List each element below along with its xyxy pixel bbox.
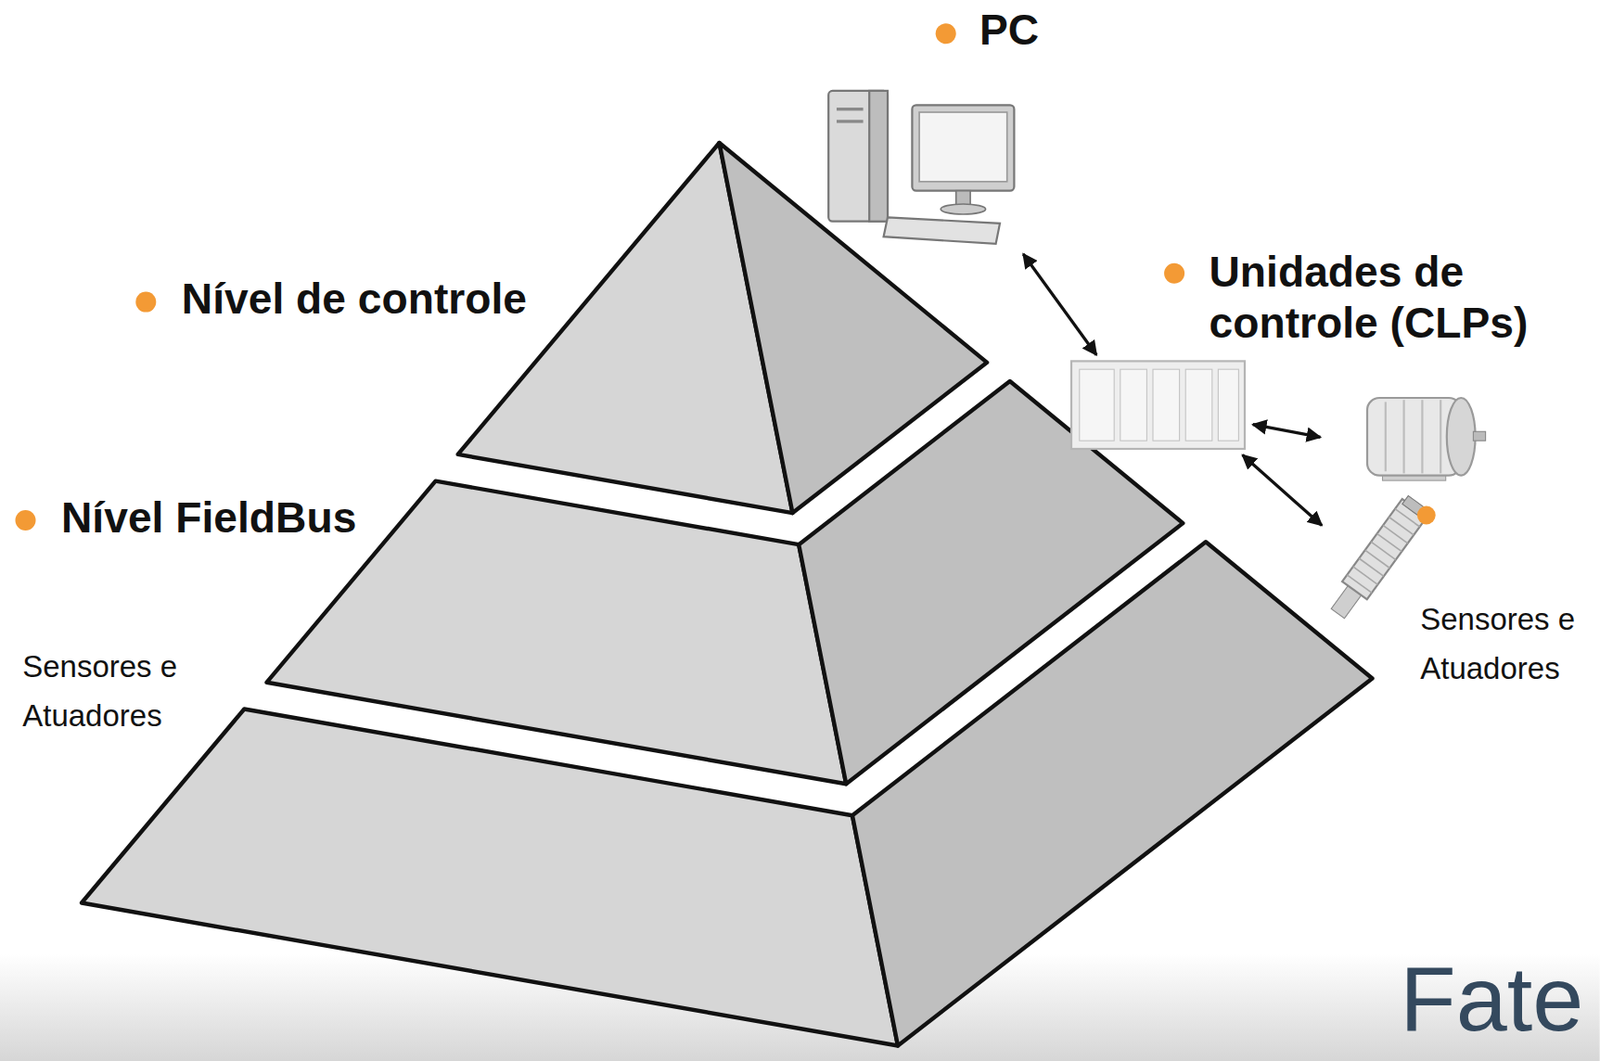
pyramid-face xyxy=(852,541,1373,1046)
link-arrow xyxy=(1253,424,1321,438)
watermark: Fate xyxy=(1399,948,1596,1050)
bullet xyxy=(935,23,957,44)
device-node: PC xyxy=(824,87,1021,251)
link-arrow xyxy=(1242,455,1323,526)
level-label: Nível de controle xyxy=(181,273,611,325)
bullet xyxy=(1164,263,1185,284)
bullet xyxy=(15,510,37,531)
pyramid-face xyxy=(81,709,898,1047)
pc-icon xyxy=(824,87,1021,251)
level-label: Sensores e Atuadores xyxy=(22,642,196,742)
field-devices-icon xyxy=(1326,385,1490,626)
device-label: Unidades de controle (CLPs) xyxy=(1209,246,1552,350)
device-label: PC xyxy=(979,5,1102,57)
level-label: Nível FieldBus xyxy=(61,492,409,544)
device-label: Sensores e Atuadores xyxy=(1420,594,1594,693)
pyramid xyxy=(81,142,1373,1047)
bullet xyxy=(135,292,156,313)
plc-icon xyxy=(1069,358,1247,451)
device-node: Sensores e Atuadores xyxy=(1326,385,1490,626)
link-arrow xyxy=(1023,254,1097,356)
device-node: Unidades de controle (CLPs) xyxy=(1069,358,1247,451)
